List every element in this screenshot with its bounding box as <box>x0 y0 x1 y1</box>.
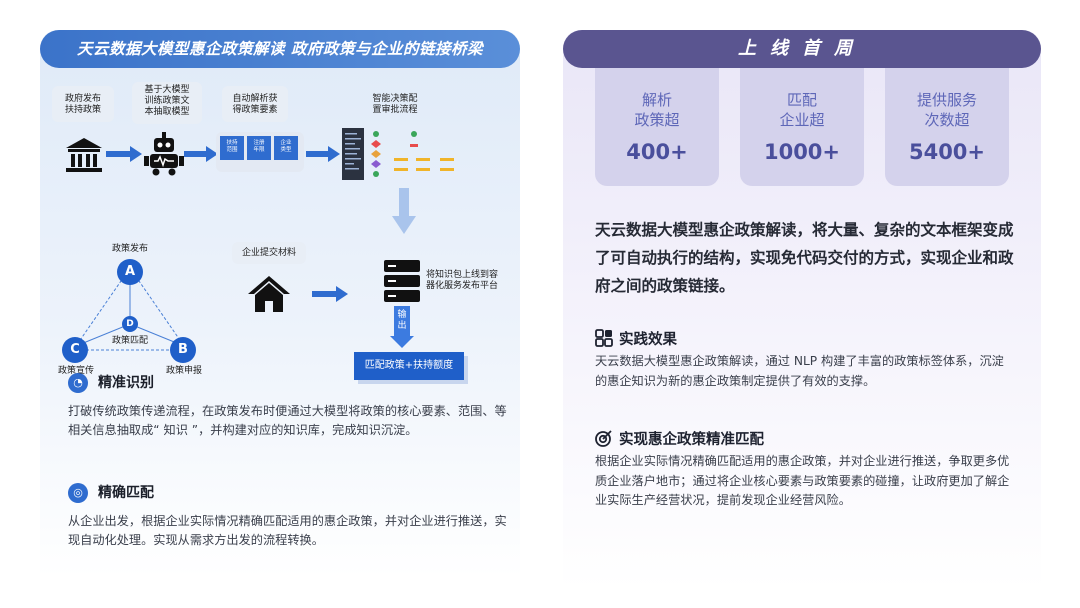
step-box-2 <box>132 82 202 124</box>
precise-match-text: 根据企业实际情况精确匹配适用的惠企政策，并对企业进行推送，争取更多优质企业落户地… <box>595 454 1010 507</box>
node-c: C <box>62 337 88 363</box>
precise-match-title: 实现惠企政策精准匹配 <box>595 428 764 449</box>
step-box-3 <box>222 86 288 122</box>
stat-value: 1000+ <box>763 140 841 164</box>
submit-label: 企业提交材料 <box>241 248 296 258</box>
stat-card-enterprises: 匹配 企业超 1000+ <box>740 68 864 186</box>
right-banner: 上线首周 <box>563 30 1041 68</box>
stat-label: 匹配 企业超 <box>779 91 825 129</box>
result-box: 匹配政策+扶持额度 <box>354 352 464 380</box>
stat-label: 提供服务 次数超 <box>916 91 977 129</box>
stat-value: 5400+ <box>908 140 986 164</box>
node-b-label: 政策申报 <box>165 366 202 376</box>
node-a-label: 政策发布 <box>111 244 148 254</box>
arrow-down-icon <box>392 188 416 234</box>
robot-icon <box>144 132 184 176</box>
section-precise-match-title: ◎精确匹配 <box>68 482 154 503</box>
right-panel: 上线首周 解析 政策超 400+ 匹配 企业超 1000+ 提供服务 次数超 5… <box>563 30 1041 590</box>
submit-box <box>232 242 306 264</box>
step3-label: 自动解析获 得政策要素 <box>232 94 278 115</box>
result-label: 匹配政策+扶持额度 <box>364 360 454 371</box>
clock-icon: ◔ <box>68 373 88 393</box>
stat-card-policies: 解析 政策超 400+ <box>595 68 719 186</box>
arrow-right-icon <box>306 146 340 162</box>
output-arrow <box>394 306 410 338</box>
target-icon: ◎ <box>68 483 88 503</box>
server-icon <box>384 260 420 302</box>
step2-label: 基于大模型 训练政策文 本抽取模型 <box>144 85 190 117</box>
code-document-icon <box>342 128 364 180</box>
output-label: 输 出 <box>397 310 407 331</box>
policy-flow-diagram: 政府发布 扶持政策 基于大模型 训练政策文 本抽取模型 自动解析获 得政策要素 … <box>40 70 520 390</box>
stat-label: 解析 政策超 <box>634 91 680 129</box>
grid-icon <box>595 329 613 347</box>
arrow-right-icon <box>184 146 218 162</box>
target-icon <box>595 430 612 447</box>
step4-label: 智能决策配 置审批流程 <box>372 94 418 115</box>
government-building-icon <box>66 138 102 172</box>
practice-effect-text: 天云数据大模型惠企政策解读，通过 NLP 构建了丰富的政策标签体系，沉淀的惠企知… <box>595 354 1004 388</box>
left-panel: 天云数据大模型惠企政策解读 政府政策与企业的链接桥梁 政府发布 扶持政策 基于大… <box>40 30 520 578</box>
node-d: D <box>122 316 138 332</box>
stat-card-services: 提供服务 次数超 5400+ <box>885 68 1009 186</box>
decision-flow-icon <box>371 131 454 177</box>
left-banner: 天云数据大模型惠企政策解读 政府政策与企业的链接桥梁 <box>40 30 520 68</box>
chip-years: 注册 年限 <box>247 136 271 160</box>
node-d-label: 政策匹配 <box>111 336 148 346</box>
node-a: A <box>117 259 143 285</box>
section-precise-recognition-text: 打破传统政策传递流程，在政策发布时便通过大模型将政策的核心要素、范围、等相关信息… <box>68 404 507 437</box>
step-box-1 <box>52 86 114 122</box>
stat-value: 400+ <box>626 140 688 164</box>
step1-label: 政府发布 扶持政策 <box>64 94 101 115</box>
chip-scope: 扶持 范围 <box>220 136 244 160</box>
section-precise-match-text: 从企业出发，根据企业实际情况精确匹配适用的惠企政策，并对企业进行推送，实现自动化… <box>68 514 507 547</box>
practice-effect-title: 实践效果 <box>595 328 677 349</box>
intro-paragraph: 天云数据大模型惠企政策解读，将大量、复杂的文本框架变成了可自动执行的结构，实现免… <box>595 221 1014 295</box>
section-precise-recognition-title: ◔精准识别 <box>68 372 154 393</box>
arrow-down-head-icon <box>390 336 414 348</box>
platform-label: 将知识包上线到容 器化服务发布平台 <box>426 270 499 291</box>
node-b: B <box>170 337 196 363</box>
chip-type: 企业 类型 <box>274 136 298 160</box>
node-c-label: 政策宣传 <box>57 366 94 376</box>
arrow-right-icon <box>106 146 142 162</box>
house-icon <box>248 276 290 312</box>
arrow-right-icon <box>312 286 348 302</box>
